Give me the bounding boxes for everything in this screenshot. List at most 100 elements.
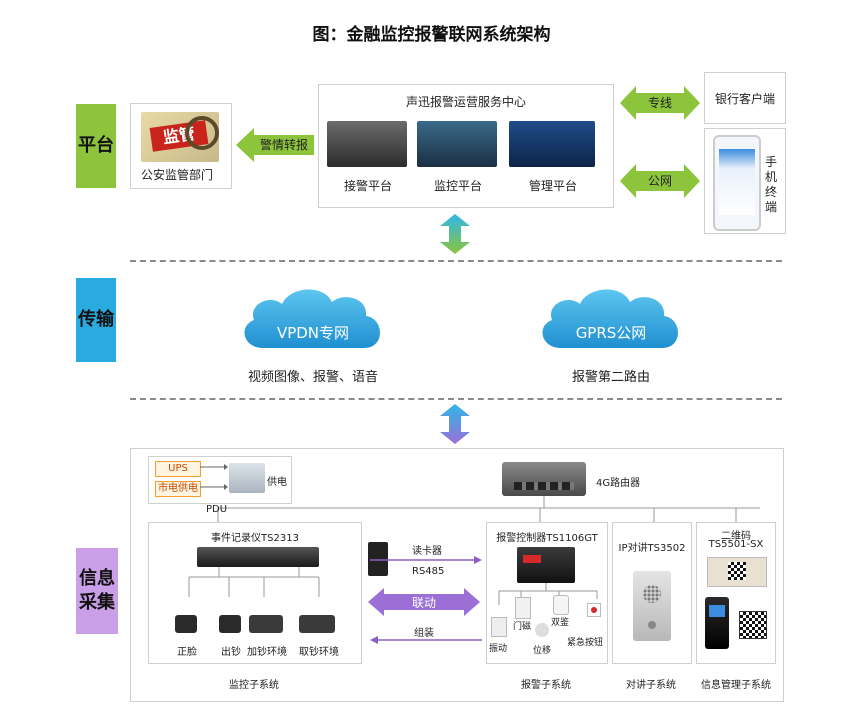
mains-tag: 市电供电 [155, 481, 201, 497]
gprs-cloud [542, 289, 678, 348]
reader-label: 读卡器 [412, 546, 442, 557]
alarm-platform-photo [327, 121, 407, 167]
linkage-arrow [368, 588, 480, 616]
pdu-device-icon [229, 463, 265, 493]
camera-icon [175, 615, 197, 633]
monitor-title: 事件记录仪TS2313 [211, 533, 299, 544]
police-sign-image: 监管 [141, 112, 219, 162]
door-sensor-icon [515, 597, 531, 619]
nvr-icon [197, 547, 319, 567]
mobile-link-arrow [620, 164, 700, 198]
divider-line [130, 398, 782, 400]
transport-collection-arrow [440, 404, 470, 444]
ups-tag: UPS [155, 461, 201, 477]
monitor-subsystem-box: 事件记录仪TS2313 正脸 出钞 加钞环境 取钞环境 [148, 522, 362, 664]
section-label-transport: 传输 [76, 278, 116, 362]
gprs-caption: 报警第二路由 [571, 370, 650, 385]
panel-label: 监控平台 [433, 179, 482, 193]
sensor-label: 紧急按钮 [567, 638, 604, 648]
camera-icon [249, 615, 283, 633]
monitor-footer: 监控子系统 [229, 680, 279, 691]
service-center-box: 声迅报警运营服务中心 接警平台 监控平台 管理平台 [318, 84, 614, 208]
vpdn-caption: 视频图像、报警、语音 [247, 370, 378, 385]
alarm-footer: 报警子系统 [521, 680, 571, 691]
section-label-text: 采集 [79, 592, 115, 613]
vpdn-cloud-label: VPDN专网 [276, 324, 350, 342]
info-subsystem-box: 二维码 TS5501-SX [696, 522, 776, 664]
management-platform-photo [509, 121, 595, 167]
magnifier-icon [185, 116, 219, 150]
router-label: 4G路由器 [596, 478, 641, 489]
alarm-forward-arrow [236, 128, 314, 162]
bank-client-label: 银行客户端 [714, 92, 775, 106]
section-label-text: 信息 [79, 568, 115, 589]
alarm-controller-icon [517, 547, 575, 583]
vpdn-cloud [244, 289, 380, 348]
intercom-footer: 对讲子系统 [626, 680, 676, 691]
pdu-label: PDU [206, 504, 228, 515]
police-department-box: 监管 公安监管部门 [130, 103, 232, 189]
sensor-label: 位移 [533, 646, 552, 656]
sensor-label: 双鉴 [551, 618, 570, 628]
intercom-panel-icon [633, 571, 671, 641]
mobile-terminal-label: 手机终端 [764, 155, 777, 214]
dual-detector-icon [553, 595, 569, 615]
bank-link-label: 专线 [647, 96, 672, 110]
vibration-sensor-icon [491, 617, 507, 637]
camera-icon [219, 615, 241, 633]
camera-wires [188, 567, 320, 597]
alarm-forward-label: 警情转报 [259, 138, 308, 152]
section-label-text: 平台 [78, 135, 114, 156]
alarm-title: 报警控制器TS1106GT [496, 533, 598, 544]
camera-icon [299, 615, 335, 633]
sensor-wires [498, 583, 598, 605]
reader-link-arrow [370, 556, 482, 564]
phone-screen [719, 149, 755, 215]
section-label-text: 传输 [78, 309, 114, 330]
linkage-label: 联动 [411, 596, 436, 610]
pdu-box: UPS 市电供电 供电 [148, 456, 292, 504]
arm-label: 组装 [414, 628, 434, 639]
bank-client-box: 银行客户端 [704, 72, 786, 124]
arm-link-arrow [370, 636, 482, 644]
monitor-platform-photo [417, 121, 497, 167]
service-center-title: 声迅报警运营服务中心 [405, 95, 526, 109]
supply-label: 供电 [267, 477, 287, 488]
panel-label: 接警平台 [343, 179, 392, 193]
mobile-terminal-box: 手机终端 [704, 128, 786, 234]
mobile-link-label: 公网 [647, 174, 672, 188]
camera-label: 正脸 [177, 647, 197, 658]
divider-line [130, 260, 782, 262]
qr-scan-photo [707, 557, 767, 587]
intercom-title: IP对讲TS3502 [618, 543, 686, 554]
pdu-arrows [200, 464, 228, 490]
router-icon [502, 462, 586, 496]
emergency-button-icon [587, 603, 601, 617]
alarm-subsystem-box: 报警控制器TS1106GT 门磁 双鉴 振动 位移 紧急按钮 [486, 522, 608, 664]
bank-link-arrow [620, 86, 700, 120]
info-footer: 信息管理子系统 [701, 680, 771, 691]
phone-icon [713, 135, 761, 231]
section-label-collection: 信息 采集 [76, 548, 118, 634]
rs485-label: RS485 [412, 566, 445, 577]
displacement-sensor-icon [535, 623, 549, 637]
kiosk-icon [705, 597, 729, 649]
page-title: 图：金融监控报警联网系统架构 [312, 25, 551, 45]
section-label-platform: 平台 [76, 104, 116, 188]
sensor-label: 门磁 [513, 622, 532, 632]
camera-label: 加钞环境 [247, 647, 287, 658]
camera-label: 取钞环境 [299, 647, 339, 658]
qr-code-icon [739, 611, 767, 639]
info-title-2: TS5501-SX [708, 539, 764, 550]
info-title-1: 二维码 [721, 531, 751, 542]
router-ports [514, 482, 574, 490]
gprs-cloud-label: GPRS公网 [575, 324, 647, 342]
panel-label: 管理平台 [528, 179, 577, 193]
card-reader-icon [368, 542, 388, 576]
camera-label: 出钞 [221, 647, 241, 658]
sensor-label: 振动 [489, 644, 508, 654]
intercom-subsystem-box: IP对讲TS3502 [612, 522, 692, 664]
platform-transport-arrow [440, 214, 470, 254]
police-label: 公安监管部门 [141, 168, 214, 182]
